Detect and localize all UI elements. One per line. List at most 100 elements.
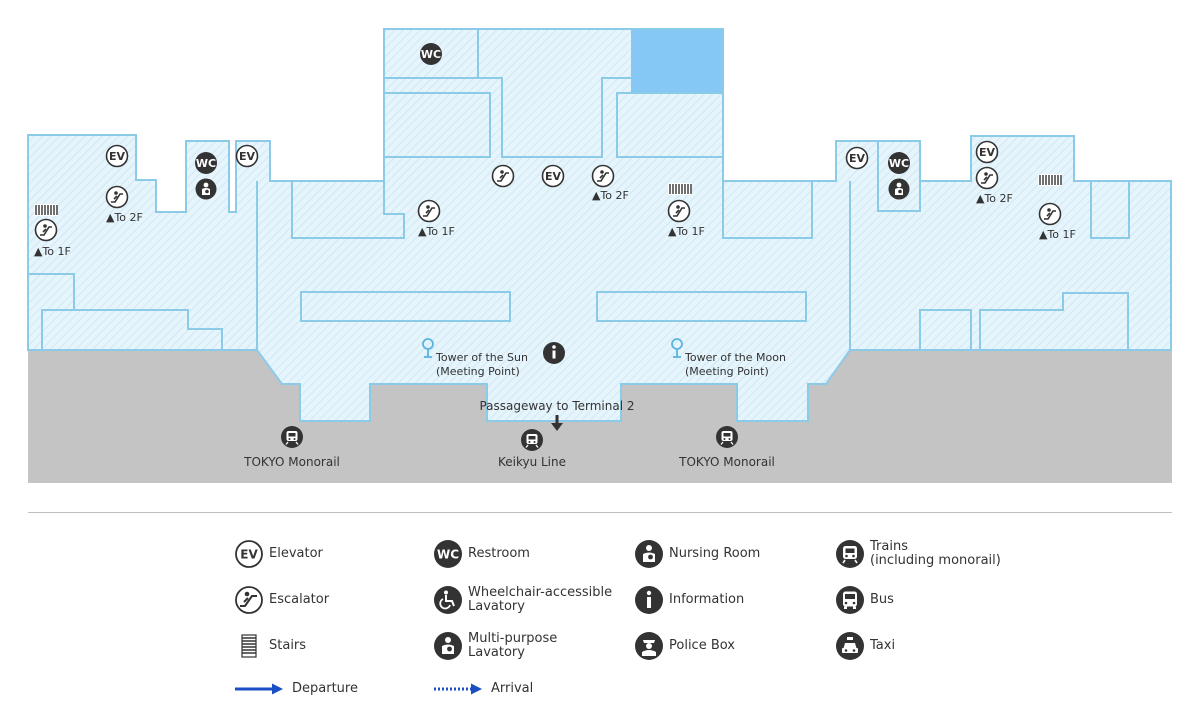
legend-label: Nursing Room (669, 546, 761, 561)
escalator-label: ▲To 2F (106, 211, 143, 224)
legend-label: Departure (292, 681, 358, 696)
meeting-point-icon (671, 338, 683, 358)
multipurpose-lavatory-icon (888, 178, 910, 200)
passageway-label: Passageway to Terminal 2 (479, 399, 634, 413)
legend-label: Police Box (669, 638, 735, 653)
legend-bus: Bus (835, 585, 894, 615)
elevator-badge-text: EV (239, 150, 256, 163)
taxi-icon (836, 632, 864, 660)
legend-label: Multi-purpose Lavatory (468, 631, 558, 660)
escalator-icon (591, 164, 615, 188)
escalator-label: ▲To 1F (1039, 228, 1076, 241)
meeting-point-moon-label: Tower of the Moon (684, 351, 786, 364)
information-icon (635, 586, 663, 614)
legend-label: Arrival (491, 681, 534, 696)
meeting-point-sun-label: Tower of the Sun (435, 351, 528, 364)
elevator-icon: EV (235, 540, 263, 568)
train-icon (280, 425, 304, 449)
legend-label: Taxi (870, 638, 896, 653)
legend-multipurpose-lavatory: Multi-purpose Lavatory (433, 631, 557, 661)
legend-escalator: Escalator (234, 585, 329, 615)
legend-label: Restroom (468, 546, 530, 561)
floor-map: EV EV EV EV EV WC WC WC ▲To 2F (27, 28, 1172, 483)
legend-nursing-room: Nursing Room (634, 539, 760, 569)
legend-elevator: EV Elevator (234, 539, 323, 569)
terminal-floor (27, 28, 1172, 422)
multipurpose-lavatory-icon (434, 632, 462, 660)
monorail-left-label: TOKYO Monorail (243, 455, 340, 469)
elevator-icon: EV (541, 164, 565, 188)
escalator-icon (1038, 202, 1062, 226)
restroom-badge-text: WC (889, 157, 909, 170)
escalator-label: ▲To 1F (668, 225, 705, 238)
restroom-icon: WC (888, 152, 910, 174)
legend-stairs: Stairs (234, 631, 306, 661)
arrow-down-icon (551, 415, 563, 431)
information-icon (543, 342, 565, 364)
legend-label: Bus (870, 592, 894, 607)
train-icon (715, 425, 739, 449)
elevator-badge-text: EV (109, 150, 126, 163)
escalator-icon (667, 199, 691, 223)
escalator-label: ▲To 1F (34, 245, 71, 258)
legend-label: Elevator (269, 546, 323, 561)
legend-wheelchair-lavatory: Wheelchair-accessible Lavatory (433, 585, 612, 615)
legend-divider (28, 512, 1172, 513)
police-box-icon (635, 632, 663, 660)
restroom-badge-text: WC (421, 48, 441, 61)
legend-label: Stairs (269, 638, 307, 653)
legend-arrival: Arrival (433, 682, 533, 696)
restroom-icon: WC (195, 152, 217, 174)
arrival-arrow-icon (434, 683, 482, 695)
legend-restroom: WC Restroom (433, 539, 530, 569)
elevator-icon: EV (845, 146, 869, 170)
monorail-right-label: TOKYO Monorail (678, 455, 775, 469)
stairs-icon (667, 182, 693, 196)
bus-icon (836, 586, 864, 614)
legend-label: Information (669, 592, 745, 607)
inner-walls (28, 29, 1130, 351)
train-icon (520, 428, 544, 452)
legend-label: Wheelchair-accessible Lavatory (468, 585, 613, 614)
meeting-point-sun-sublabel: (Meeting Point) (436, 365, 520, 378)
legend-departure: Departure (234, 682, 358, 696)
stairs-icon (33, 203, 59, 217)
escalator-icon (105, 185, 129, 209)
stairs-icon (1037, 173, 1063, 187)
escalator-icon (34, 218, 58, 242)
multipurpose-lavatory-icon (195, 178, 217, 200)
legend-information: Information (634, 585, 744, 615)
elevator-icon: EV (235, 144, 259, 168)
escalator-label: ▲To 2F (976, 192, 1013, 205)
legend-label: Trains (including monorail) (870, 539, 1001, 568)
keikyu-line-label: Keikyu Line (498, 455, 566, 469)
legend-trains: Trains (including monorail) (835, 539, 1001, 569)
escalator-label: ▲To 2F (592, 189, 629, 202)
wheelchair-icon (434, 586, 462, 614)
nursing-room-icon (635, 540, 663, 568)
restroom-badge-text: WC (437, 548, 459, 562)
restroom-icon: WC (420, 43, 442, 65)
meeting-point-icon (422, 338, 434, 358)
elevator-icon: EV (975, 140, 999, 164)
elevator-badge-text: EV (545, 170, 562, 183)
restroom-badge-text: WC (196, 157, 216, 170)
train-icon (836, 540, 864, 568)
escalator-label: ▲To 1F (418, 225, 455, 238)
elevator-badge-text: EV (240, 548, 258, 562)
stairs-icon (241, 634, 257, 658)
legend-label: Escalator (269, 592, 330, 607)
escalator-icon (975, 166, 999, 190)
departure-arrow-icon (235, 683, 283, 695)
elevator-icon: EV (105, 144, 129, 168)
elevator-badge-text: EV (849, 152, 866, 165)
escalator-icon (235, 586, 263, 614)
escalator-icon (417, 199, 441, 223)
restroom-icon: WC (434, 540, 462, 568)
legend-taxi: Taxi (835, 631, 895, 661)
legend-police-box: Police Box (634, 631, 735, 661)
escalator-icon (491, 164, 515, 188)
highlight-block (631, 30, 722, 93)
meeting-point-moon-sublabel: (Meeting Point) (685, 365, 769, 378)
elevator-badge-text: EV (979, 146, 996, 159)
